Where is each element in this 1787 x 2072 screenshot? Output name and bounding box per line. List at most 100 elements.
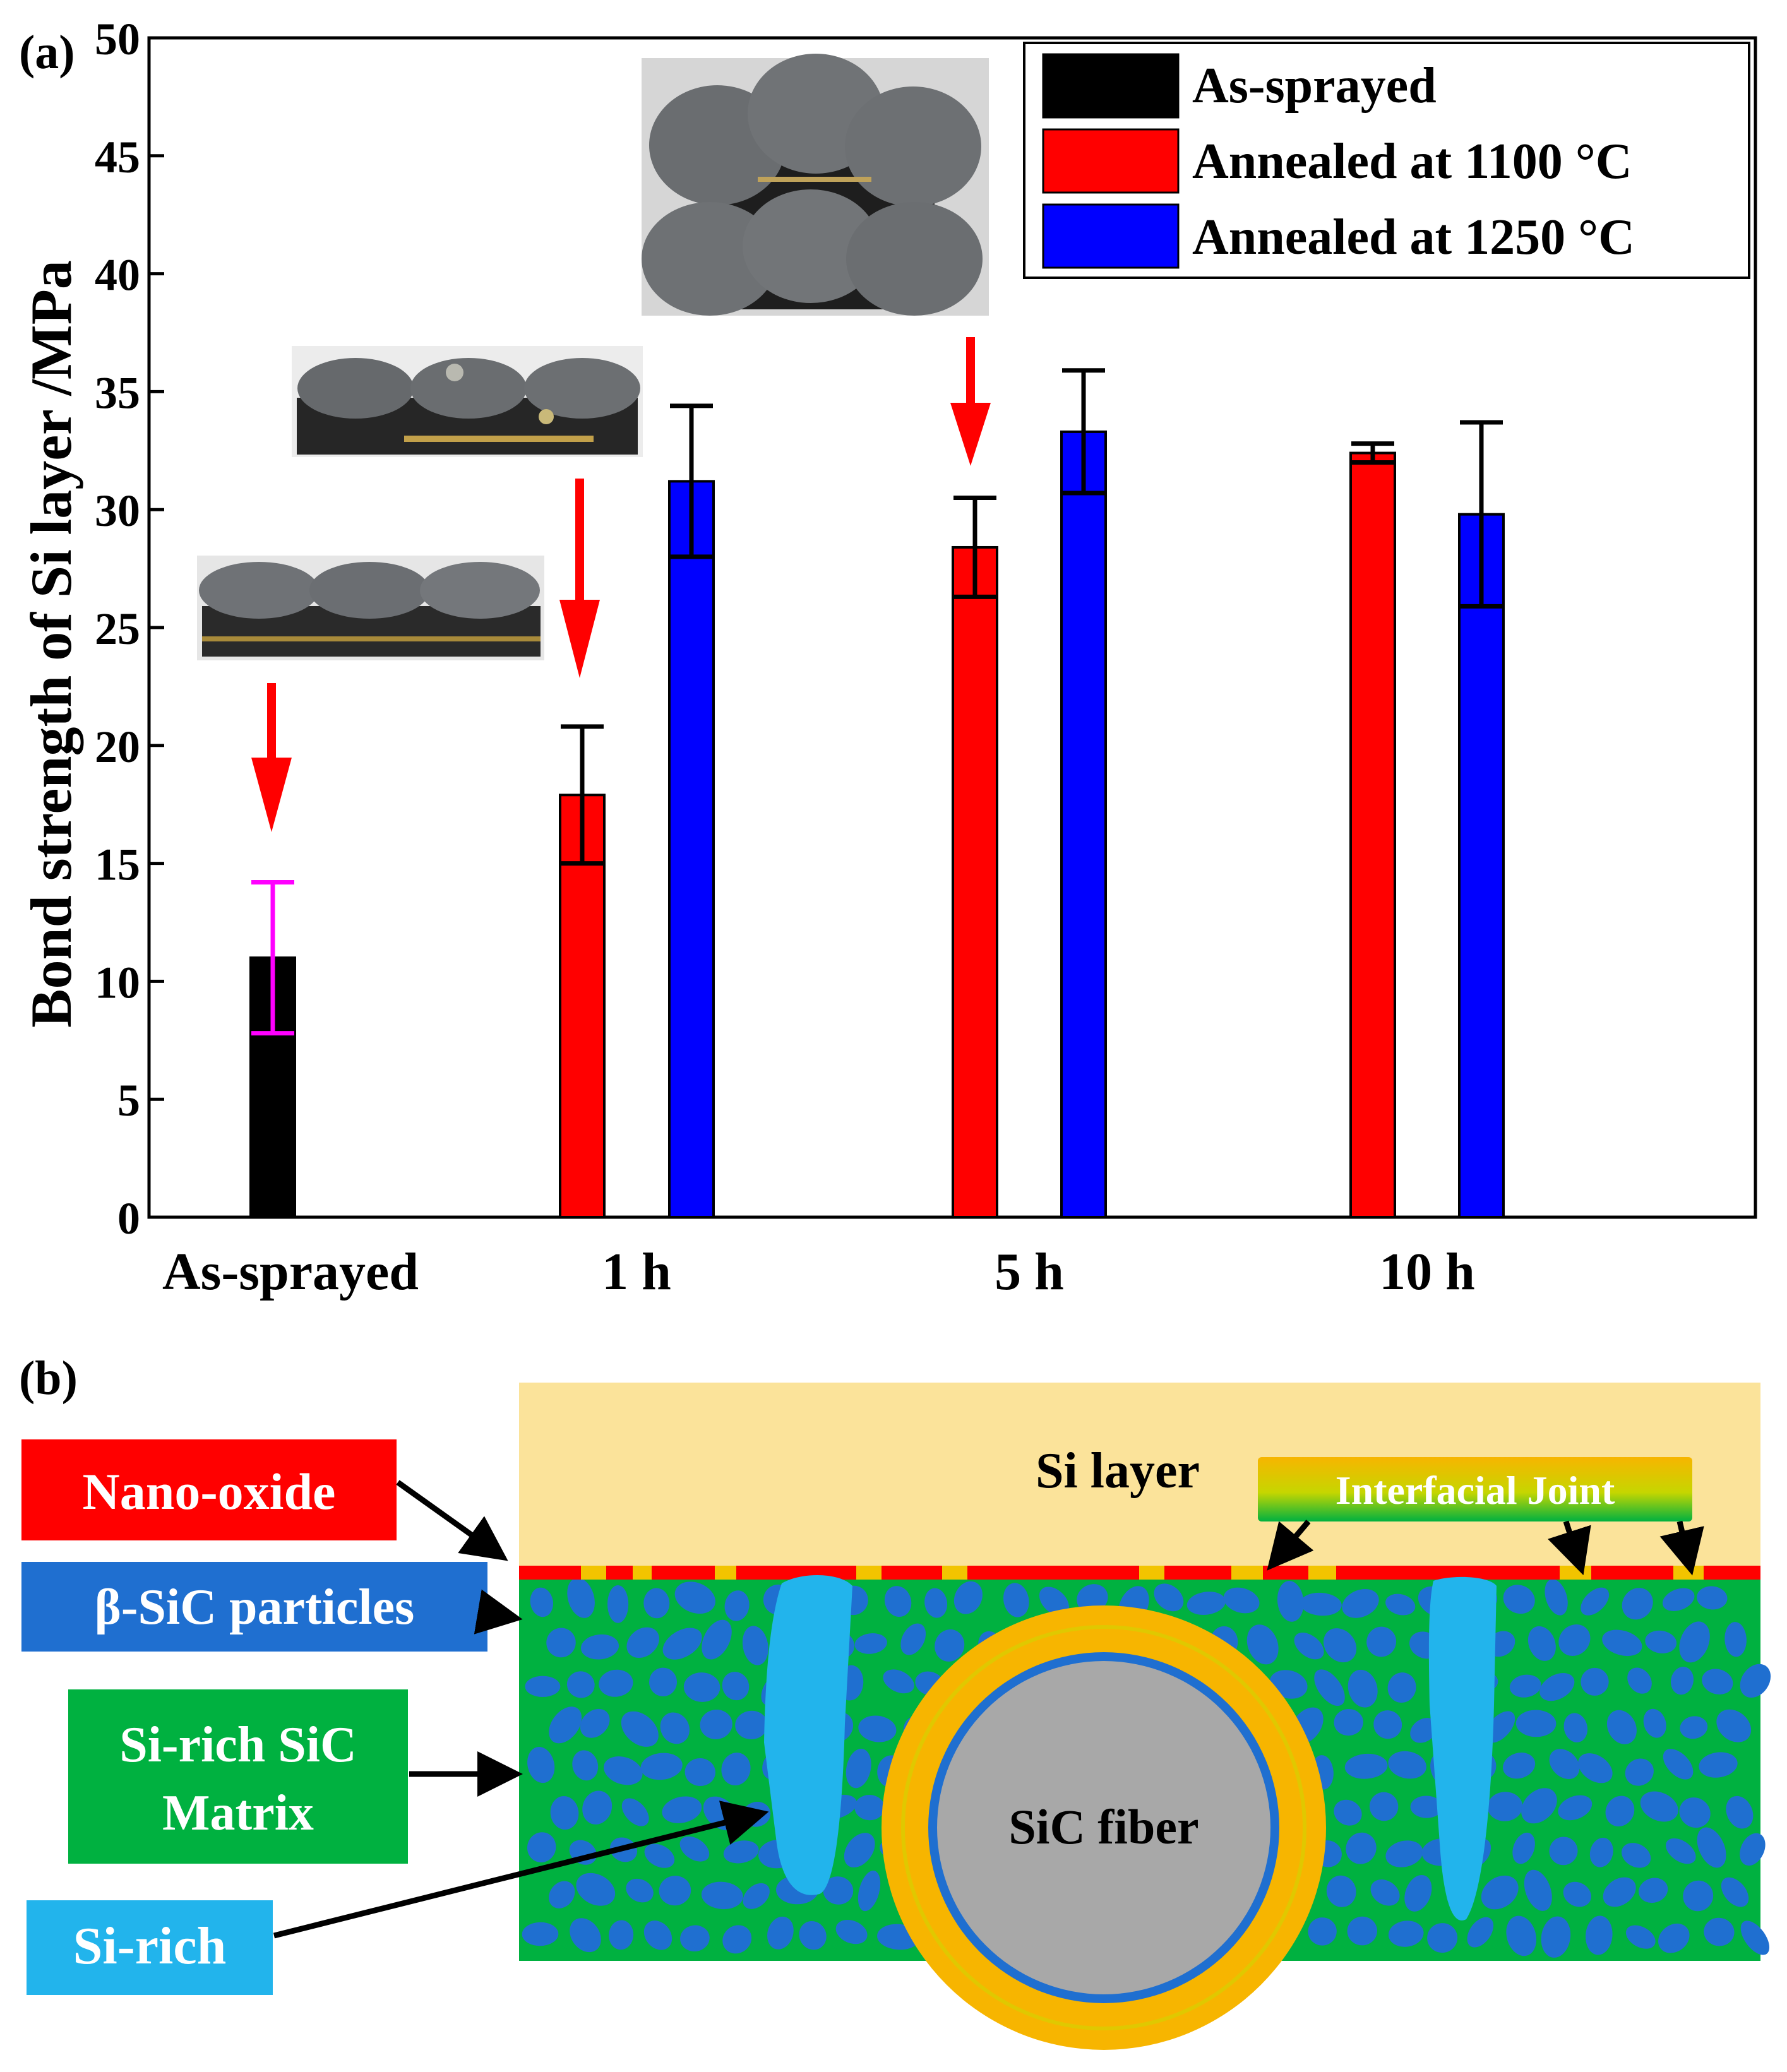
sic-particle bbox=[835, 1919, 868, 1944]
sic-particle bbox=[580, 1708, 610, 1738]
sic-particle bbox=[1558, 1624, 1591, 1656]
sic-particle bbox=[1348, 1669, 1378, 1708]
sic-particle bbox=[580, 1634, 619, 1660]
bar bbox=[952, 545, 998, 1219]
legend-swatch-1100 bbox=[1042, 128, 1180, 194]
error-bar bbox=[1062, 368, 1105, 496]
sic-particle bbox=[1622, 1843, 1651, 1868]
sic-particle bbox=[662, 1628, 702, 1660]
sic-particle bbox=[1388, 1751, 1426, 1779]
sic-particle bbox=[1724, 1622, 1747, 1657]
error-bar bbox=[1460, 420, 1503, 609]
sic-particle bbox=[1154, 1583, 1184, 1612]
sic-particle bbox=[1515, 1710, 1557, 1737]
sic-particle bbox=[953, 1581, 983, 1614]
sic-particle bbox=[924, 1588, 948, 1618]
sic-particle bbox=[1603, 1877, 1636, 1907]
legend-item-as-sprayed: As-sprayed bbox=[1042, 53, 1437, 119]
sic-particle bbox=[1346, 1832, 1377, 1864]
arrow-joint-3 bbox=[1659, 1520, 1704, 1576]
nano-oxide-strip bbox=[519, 1566, 1760, 1580]
bar bbox=[1060, 430, 1107, 1218]
sic-particle bbox=[643, 1588, 670, 1619]
y-axis-title: Bond strength of Si layer /MPa bbox=[19, 260, 83, 1028]
y-tick-label: 30 bbox=[95, 485, 140, 536]
sic-particle bbox=[546, 1628, 576, 1658]
fiber-label: SiC fiber bbox=[1008, 1799, 1198, 1854]
sic-particle bbox=[1342, 1588, 1379, 1618]
sic-particle bbox=[854, 1633, 887, 1654]
arrow-si-rich bbox=[273, 1801, 769, 1939]
sic-particle bbox=[900, 1623, 926, 1655]
legend-item-1250: Annealed at 1250 °C bbox=[1042, 203, 1635, 269]
red-arrow-5h bbox=[950, 337, 991, 466]
sic-particle bbox=[684, 1758, 715, 1787]
interfacial-joint-callout: Interfacial Joint bbox=[1258, 1457, 1692, 1521]
sic-particle bbox=[1503, 1753, 1536, 1779]
panel-a-label: (a) bbox=[19, 26, 75, 79]
bars bbox=[249, 430, 1505, 1219]
si-rich-label: Si-rich bbox=[73, 1917, 227, 1975]
sic-particle bbox=[1680, 1716, 1708, 1739]
sic-particle bbox=[680, 1925, 710, 1952]
sic-particle bbox=[1467, 1917, 1494, 1948]
sic-particle bbox=[1663, 1749, 1694, 1780]
y-tick-label: 0 bbox=[117, 1193, 140, 1244]
sic-particle bbox=[1679, 1621, 1710, 1663]
sic-particle bbox=[700, 1710, 732, 1739]
sic-particle bbox=[1721, 1877, 1749, 1907]
sic-particle bbox=[858, 1871, 881, 1912]
sic-particle bbox=[1545, 1579, 1568, 1616]
sic-particle bbox=[1300, 1592, 1342, 1616]
sic-particle bbox=[743, 1883, 770, 1909]
sic-particle bbox=[1509, 1674, 1541, 1698]
arrow-nano-oxide bbox=[396, 1480, 508, 1561]
sic-particle bbox=[1622, 1588, 1653, 1620]
sic-particle bbox=[1481, 1875, 1519, 1910]
matrix-label-line1: Si-rich SiC bbox=[119, 1717, 357, 1773]
sic-particle bbox=[1308, 1917, 1337, 1946]
legend-swatch-as-sprayed bbox=[1042, 53, 1180, 119]
sic-particle bbox=[1586, 1915, 1613, 1955]
sic-particle bbox=[1294, 1633, 1324, 1660]
sic-particle bbox=[567, 1578, 595, 1618]
sic-particle bbox=[1388, 1920, 1424, 1947]
sic-particle bbox=[604, 1756, 643, 1785]
y-tick-label: 10 bbox=[95, 957, 140, 1008]
sic-particle bbox=[884, 1586, 912, 1617]
sic-particle bbox=[1003, 1583, 1029, 1617]
sic-particle bbox=[640, 1753, 683, 1780]
error-bar bbox=[953, 496, 996, 599]
si-rich-callout: Si-rich bbox=[27, 1900, 273, 1995]
sic-particle bbox=[1581, 1587, 1610, 1616]
sic-particle bbox=[566, 1671, 595, 1698]
x-tick-label: 1 h bbox=[602, 1242, 671, 1301]
sic-particle bbox=[883, 1669, 914, 1694]
y-tick-label: 25 bbox=[95, 604, 140, 654]
sic-particle bbox=[570, 1918, 601, 1953]
sic-particle bbox=[1385, 1593, 1416, 1616]
sic-particle bbox=[643, 1920, 672, 1950]
sic-particle bbox=[1314, 1669, 1345, 1706]
sic-particle bbox=[1410, 1795, 1443, 1818]
sic-particle bbox=[522, 1922, 559, 1946]
sic-particle bbox=[1645, 1630, 1677, 1653]
sic-particle bbox=[1326, 1875, 1356, 1907]
error-bar bbox=[1351, 441, 1394, 465]
sic-particle bbox=[1639, 1878, 1668, 1903]
sic-particle bbox=[607, 1585, 629, 1623]
sic-particle bbox=[1334, 1799, 1362, 1826]
sic-particle bbox=[1726, 1795, 1754, 1829]
si-rich-region-right bbox=[1428, 1576, 1497, 1921]
sic-particle bbox=[854, 1794, 885, 1821]
bar bbox=[1458, 513, 1505, 1218]
sic-particle bbox=[621, 1798, 649, 1826]
y-tick-label: 20 bbox=[95, 722, 140, 772]
sic-particle bbox=[662, 1796, 702, 1823]
sic-particle bbox=[1039, 1587, 1069, 1616]
sic-particle bbox=[1666, 1838, 1696, 1864]
sic-particle bbox=[1716, 1709, 1752, 1742]
panel-b-label: (b) bbox=[19, 1352, 78, 1405]
